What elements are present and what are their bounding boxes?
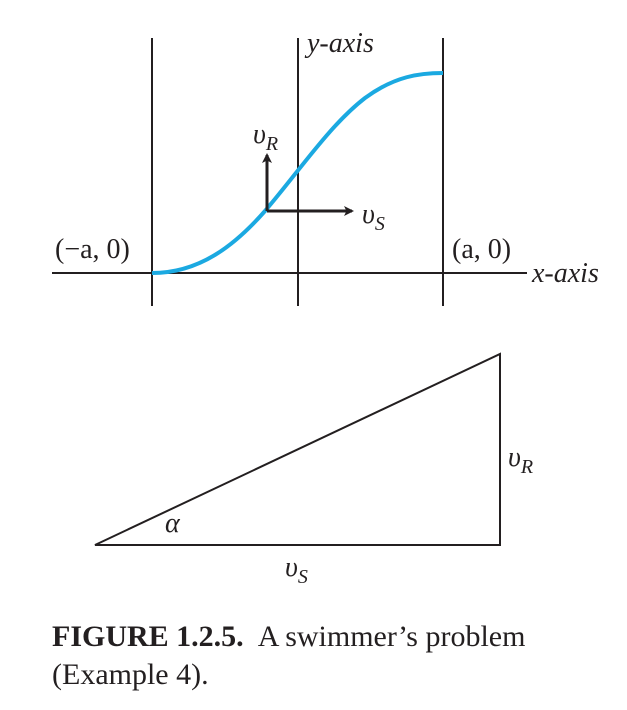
left-point-label: (−a, 0) bbox=[55, 234, 130, 265]
figure-caption: FIGURE 1.2.5.A swimmer’s problem (Exampl… bbox=[52, 618, 612, 694]
x-axis-label: x-axis bbox=[531, 258, 599, 289]
right-point-label: (a, 0) bbox=[452, 234, 511, 265]
v-s-label: υS bbox=[362, 199, 385, 235]
caption-text: A swimmer’s problem (Example 4). bbox=[52, 620, 526, 691]
velocity-triangle bbox=[94, 352, 501, 546]
v-r-label: υR bbox=[253, 119, 278, 155]
caption-figure-label: FIGURE 1.2.5. bbox=[52, 620, 244, 653]
y-axis-label: y-axis bbox=[304, 28, 374, 59]
base-label: υS bbox=[285, 552, 308, 588]
vertical-side-label: υR bbox=[508, 442, 533, 478]
swimmer-diagram: y-axis x-axis (−a, 0) (a, 0) υR υS α υR … bbox=[52, 28, 599, 588]
angle-label: α bbox=[165, 508, 181, 539]
swimmer-trajectory-curve bbox=[151, 71, 444, 275]
